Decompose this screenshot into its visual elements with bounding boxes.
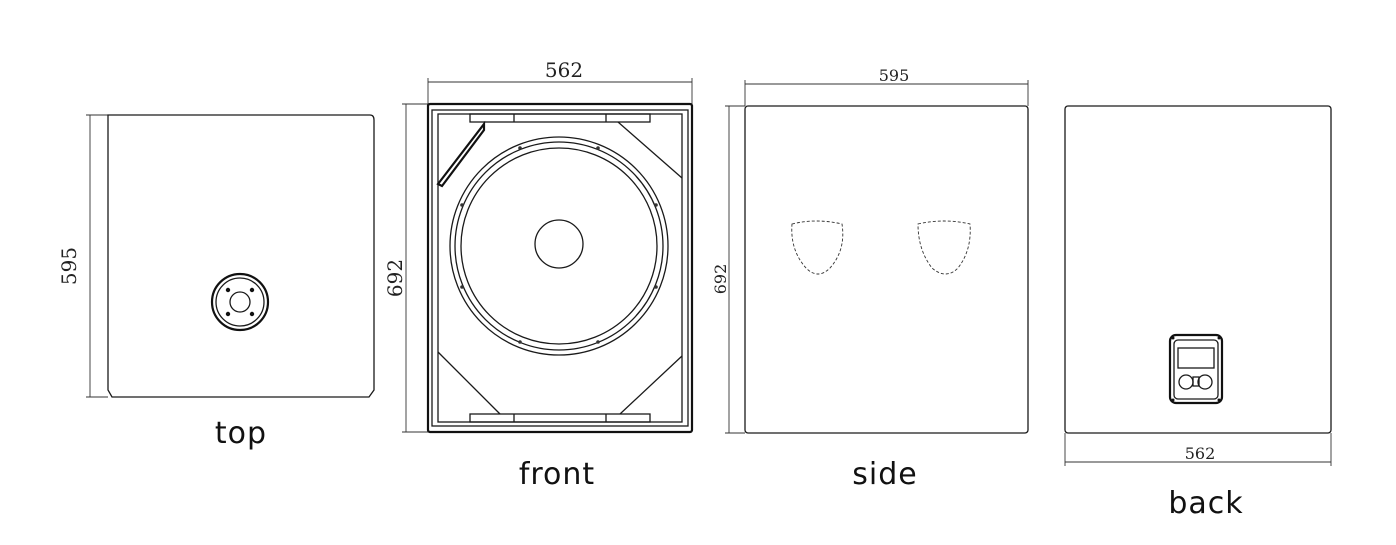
- back-dim-horizontal-value: 562: [1185, 444, 1216, 463]
- back-connector-panel-icon: [1168, 333, 1224, 405]
- side-handle-right-icon: [917, 220, 971, 275]
- top-connector-icon: [210, 272, 270, 332]
- top-view-label: top: [215, 416, 267, 451]
- front-dim-horizontal: 562: [427, 58, 693, 104]
- side-dim-horizontal: 595: [744, 66, 1029, 106]
- side-dim-horizontal-value: 595: [879, 66, 910, 85]
- front-dim-horizontal-value: 562: [545, 58, 583, 82]
- back-dim-horizontal: 562: [1064, 433, 1332, 466]
- side-handle-left-icon: [791, 220, 844, 275]
- top-view: 595 top: [57, 114, 375, 451]
- top-dim-vertical: 595: [57, 114, 108, 398]
- front-view: 562 692: [383, 58, 694, 492]
- front-dim-vertical: 692: [383, 103, 428, 433]
- back-view-label: back: [1168, 486, 1243, 521]
- front-dim-vertical-value: 692: [383, 259, 407, 297]
- side-dim-vertical-value: 692: [711, 264, 730, 295]
- side-cabinet-outline: [744, 105, 1029, 434]
- woofer-icon: [449, 136, 669, 356]
- side-view-label: side: [852, 457, 917, 492]
- back-cabinet-outline: [1064, 105, 1332, 434]
- top-outline: [107, 114, 375, 398]
- front-cabinet-outline: [426, 102, 694, 434]
- back-view: 562 back: [1064, 105, 1332, 521]
- side-view: 595 692 side: [711, 66, 1029, 492]
- side-dim-vertical: 692: [711, 105, 745, 434]
- front-view-label: front: [519, 457, 595, 492]
- top-dim-vertical-value: 595: [57, 247, 81, 285]
